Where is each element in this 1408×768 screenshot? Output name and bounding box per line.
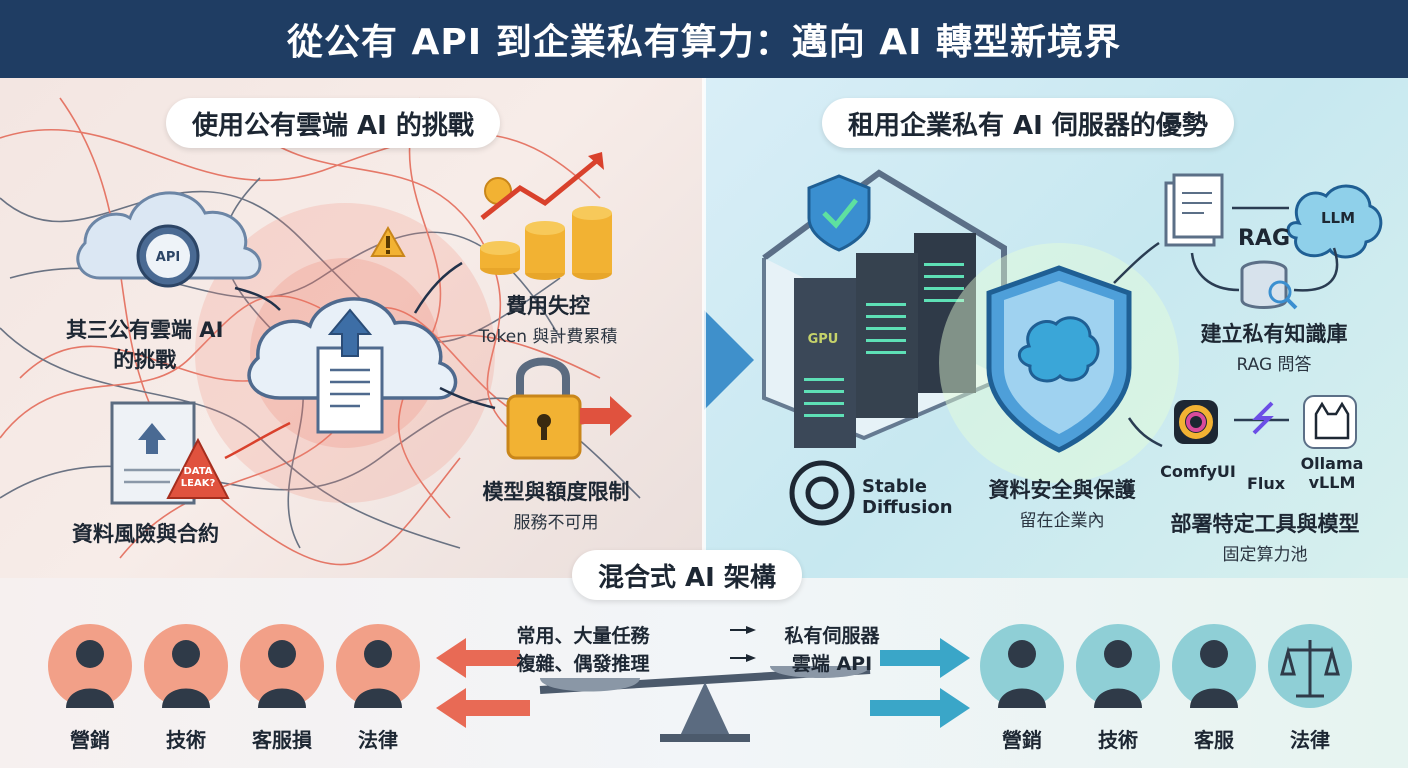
cost-title: 費用失控 bbox=[506, 294, 590, 318]
challenge-main-label: 其三公有雲端 AI 的挑戰 bbox=[66, 314, 223, 374]
bottom-panel-hybrid: 混合式 AI 架構 常用、大量任務 複雜、偶發推理 私有伺服器 雲端 API 營… bbox=[0, 550, 1408, 768]
database-search-icon bbox=[1240, 260, 1298, 310]
right-person-label-3: 客服 bbox=[1194, 728, 1234, 752]
limit-title: 模型與額度限制 bbox=[482, 480, 630, 504]
tools-title: 部署特定工具與模型 bbox=[1170, 512, 1360, 536]
warning-icon bbox=[370, 225, 406, 257]
data-risk-title: 資料風險與合約 bbox=[72, 522, 219, 546]
api-text: API bbox=[146, 246, 190, 265]
api-label: API bbox=[155, 250, 181, 265]
security-label: 資料安全與保護 留在企業內 bbox=[972, 474, 1152, 531]
gpu-server-rack-icon bbox=[794, 233, 976, 448]
lock-icon bbox=[506, 357, 632, 460]
security-subtitle: 留在企業內 bbox=[1019, 511, 1105, 531]
left-balance-line1: 常用、大量任務 bbox=[516, 625, 650, 647]
challenge-main-line2: 的挑戰 bbox=[113, 348, 177, 372]
right-person-label-2: 技術 bbox=[1098, 728, 1138, 752]
cost-label: 費用失控 Token 與計費累積 bbox=[458, 290, 638, 347]
bottom-heading: 混合式 AI 架構 bbox=[572, 550, 802, 600]
rag-subtitle: RAG 問答 bbox=[1236, 355, 1312, 375]
vllm-text: vLLM bbox=[1308, 473, 1356, 492]
server-illustration bbox=[704, 169, 1383, 526]
flux-text: Flux bbox=[1246, 474, 1286, 493]
header-bar: 從公有 API 到企業私有算力：邁向 AI 轉型新境界 bbox=[0, 0, 1408, 78]
right-balance-text: 私有伺服器 雲端 API bbox=[762, 622, 902, 678]
cloud-upload-icon bbox=[247, 297, 458, 434]
api-cloud-icon bbox=[76, 191, 262, 288]
left-balance-text: 常用、大量任務 複雜、偶發推理 bbox=[488, 622, 678, 678]
challenge-main-line1: 其三公有雲端 AI bbox=[66, 318, 224, 342]
brain-shield-icon bbox=[986, 265, 1132, 453]
checked-shield-icon bbox=[807, 174, 871, 252]
rag-tag: RAG bbox=[1237, 226, 1291, 251]
comfyui-icon bbox=[1174, 400, 1218, 444]
data-risk-label: 資料風險與合約 bbox=[72, 518, 219, 548]
left-panel-challenges: 使用公有雲端 AI 的挑戰 API 其三公有雲端 AI 的挑戰 費用失控 Tok… bbox=[0, 78, 704, 578]
data-leak-label: DATA LEAK? bbox=[170, 466, 226, 490]
left-person-label-4: 法律 bbox=[358, 728, 398, 752]
gpu-label: GPU bbox=[807, 332, 839, 347]
rag-documents-icon bbox=[1164, 173, 1224, 247]
data-leak-text: DATA LEAK? bbox=[180, 466, 216, 489]
stable-line2: Diffusion bbox=[862, 497, 953, 518]
flux-label: Flux bbox=[1244, 474, 1288, 493]
right-panel-advantages: 租用企業私有 AI 伺服器的優勢 GPU RAG LLM 建立私有知識庫 RAG… bbox=[704, 78, 1408, 578]
hybrid-illustration bbox=[48, 624, 1352, 742]
flux-icon bbox=[1252, 401, 1274, 435]
gpu-text: GPU bbox=[798, 328, 848, 347]
balance-seesaw-icon bbox=[539, 666, 871, 742]
security-title: 資料安全與保護 bbox=[988, 478, 1136, 502]
left-people-group bbox=[48, 624, 420, 708]
limit-label: 模型與額度限制 服務不可用 bbox=[462, 476, 650, 533]
right-arrows-icon bbox=[730, 626, 970, 728]
comfyui-text: ComfyUI bbox=[1160, 462, 1236, 481]
left-balance-line2: 複雜、偶發推理 bbox=[516, 653, 650, 675]
left-person-label-2: 技術 bbox=[166, 728, 206, 752]
stable-diffusion-logo-icon bbox=[789, 460, 855, 526]
llm-label: LLM bbox=[1314, 208, 1362, 227]
comfyui-label: ComfyUI bbox=[1156, 462, 1240, 481]
left-heading: 使用公有雲端 AI 的挑戰 bbox=[166, 98, 500, 148]
stable-line1: Stable bbox=[862, 476, 927, 497]
right-people-group bbox=[980, 624, 1352, 708]
trend-up-arrow-icon bbox=[480, 156, 602, 220]
ollama-icon bbox=[1303, 395, 1357, 449]
left-person-label-3: 客服損 bbox=[252, 728, 312, 752]
right-balance-line2: 雲端 API bbox=[791, 653, 873, 675]
panel-divider bbox=[702, 78, 706, 578]
tools-label: 部署特定工具與模型 固定算力池 bbox=[1150, 508, 1380, 565]
rag-title: 建立私有知識庫 bbox=[1200, 322, 1348, 346]
ollama-label: Ollama vLLM bbox=[1294, 454, 1370, 492]
stable-diffusion-label: Stable Diffusion bbox=[862, 476, 962, 518]
llm-brain-icon bbox=[1286, 184, 1383, 259]
rag-tag-label: RAG bbox=[1234, 226, 1294, 251]
right-person-label-4: 法律 bbox=[1290, 728, 1330, 752]
llm-text: LLM bbox=[1320, 209, 1356, 227]
coins-icon bbox=[480, 177, 612, 280]
cost-subtitle: Token 與計費累積 bbox=[478, 327, 618, 347]
limit-subtitle: 服務不可用 bbox=[513, 513, 599, 533]
chaos-lines-illustration bbox=[0, 97, 641, 566]
left-arrows-icon bbox=[436, 638, 530, 728]
ollama-text: Ollama bbox=[1300, 454, 1364, 473]
right-person-label-1: 營銷 bbox=[1002, 728, 1042, 752]
rag-label: 建立私有知識庫 RAG 問答 bbox=[1174, 318, 1374, 375]
tools-subtitle: 固定算力池 bbox=[1222, 545, 1308, 565]
data-leak-warning-icon bbox=[166, 437, 230, 499]
scales-of-justice-icon bbox=[1280, 640, 1340, 698]
right-heading: 租用企業私有 AI 伺服器的優勢 bbox=[822, 98, 1234, 148]
page-title: 從公有 API 到企業私有算力：邁向 AI 轉型新境界 bbox=[286, 22, 1122, 63]
left-person-label-1: 營銷 bbox=[70, 728, 110, 752]
right-balance-line1: 私有伺服器 bbox=[784, 625, 880, 647]
